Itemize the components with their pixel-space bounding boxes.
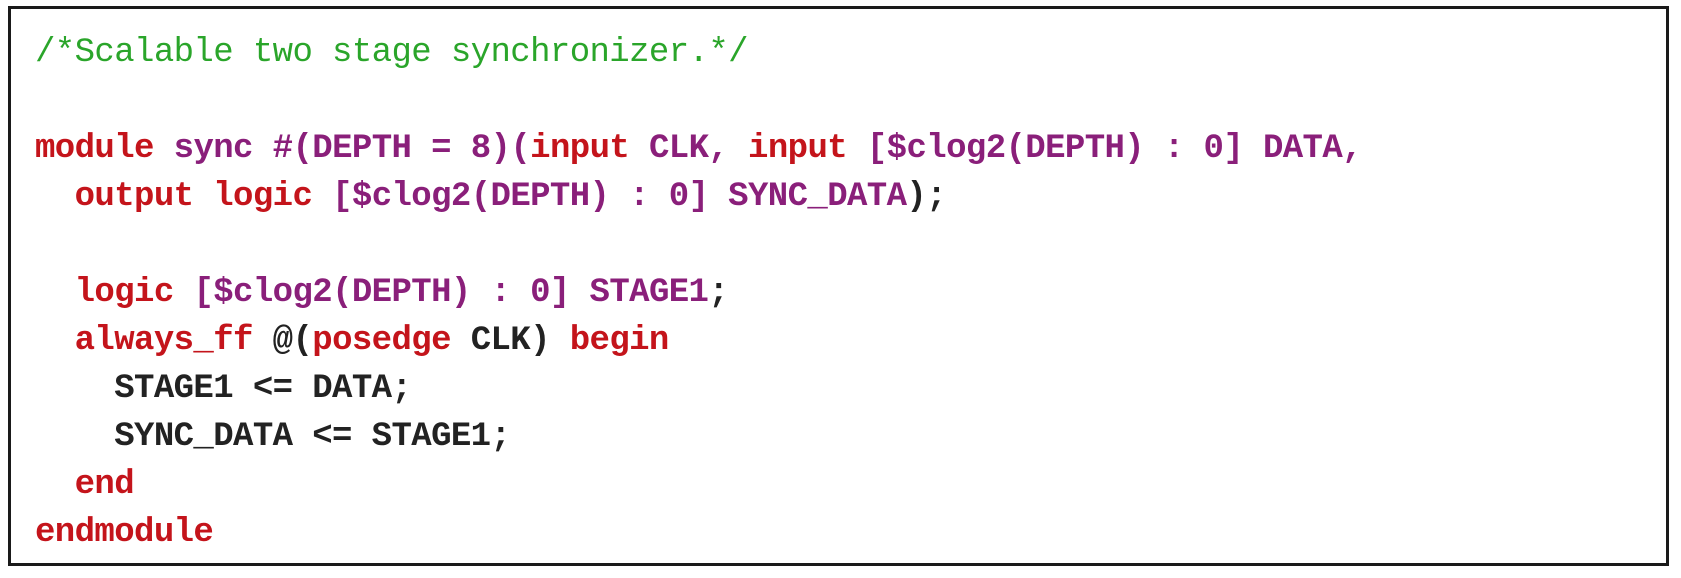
- code-text: [35, 466, 75, 504]
- code-keyword: posedge: [312, 322, 451, 360]
- code-listing-frame: /*Scalable two stage synchronizer.*/ mod…: [8, 6, 1669, 566]
- code-identifier: [: [847, 130, 887, 168]
- code-identifier: DATA: [1262, 130, 1343, 168]
- code-identifier: 8: [470, 130, 491, 168]
- code-text: ;: [708, 274, 729, 312]
- code-line-always-ff: always_ff @(posedge CLK) begin: [35, 317, 1362, 365]
- code-text: );: [906, 178, 947, 216]
- code-identifier: [: [312, 178, 352, 216]
- code-comment: /*Scalable two stage synchronizer.*/: [35, 34, 749, 72]
- code-identifier: ,: [708, 130, 749, 168]
- code-text: STAGE1 <= DATA;: [35, 370, 412, 408]
- code-identifier: SYNC_DATA: [728, 178, 907, 216]
- code-identifier: =: [411, 130, 471, 168]
- code-text: [154, 130, 174, 168]
- code-text: [35, 178, 75, 216]
- code-keyword: begin: [569, 322, 670, 360]
- code-keyword: end: [74, 466, 135, 504]
- code-identifier: ]: [549, 274, 590, 312]
- code-text: [35, 322, 75, 360]
- code-identifier: $clog2(DEPTH) : 0: [213, 274, 550, 312]
- code-text: [629, 130, 649, 168]
- code-identifier: ]: [688, 178, 729, 216]
- code-line-blank: [35, 77, 1362, 125]
- code-identifier: STAGE1: [589, 274, 709, 312]
- code-keyword: logic: [74, 274, 175, 312]
- code-keyword: input: [748, 130, 848, 168]
- code-identifier: )(: [490, 130, 531, 168]
- code-text: [35, 274, 75, 312]
- code-line-comment: /*Scalable two stage synchronizer.*/: [35, 29, 1362, 77]
- code-identifier: #(: [252, 130, 313, 168]
- code-keyword: input: [530, 130, 630, 168]
- code-identifier: $clog2(DEPTH) : 0: [886, 130, 1224, 168]
- code-text: CLK): [450, 322, 570, 360]
- code-line-end: end: [35, 461, 1362, 509]
- code-line-module-header: module sync #(DEPTH = 8)(input CLK, inpu…: [35, 125, 1363, 173]
- code-keyword: output: [74, 178, 194, 216]
- code-line-sync-assign: SYNC_DATA <= STAGE1;: [35, 413, 1362, 461]
- code-identifier: $clog2(DEPTH) : 0: [351, 178, 689, 216]
- code-keyword: logic: [213, 178, 313, 216]
- code-line-endmodule: endmodule: [35, 509, 1362, 557]
- code-identifier: ,: [1342, 130, 1362, 168]
- code-identifier: DEPTH: [312, 130, 412, 168]
- code-line-logic-decl: logic [$clog2(DEPTH) : 0] STAGE1;: [35, 269, 1362, 317]
- code-text: @(: [252, 322, 313, 360]
- code-line-output-port: output logic [$clog2(DEPTH) : 0] SYNC_DA…: [35, 173, 1362, 221]
- code-keyword: module: [35, 130, 154, 168]
- code-keyword: endmodule: [35, 514, 214, 552]
- code-keyword: always_ff: [74, 322, 254, 360]
- code-listing: /*Scalable two stage synchronizer.*/ mod…: [35, 29, 1363, 557]
- code-identifier: [: [173, 274, 214, 312]
- code-identifier: sync: [173, 130, 254, 168]
- code-identifier: ]: [1223, 130, 1263, 168]
- code-line-blank: [35, 221, 1362, 269]
- code-line-stage1-assign: STAGE1 <= DATA;: [35, 365, 1362, 413]
- code-text: SYNC_DATA <= STAGE1;: [35, 418, 511, 456]
- code-identifier: CLK: [649, 130, 709, 168]
- code-text: [193, 178, 213, 216]
